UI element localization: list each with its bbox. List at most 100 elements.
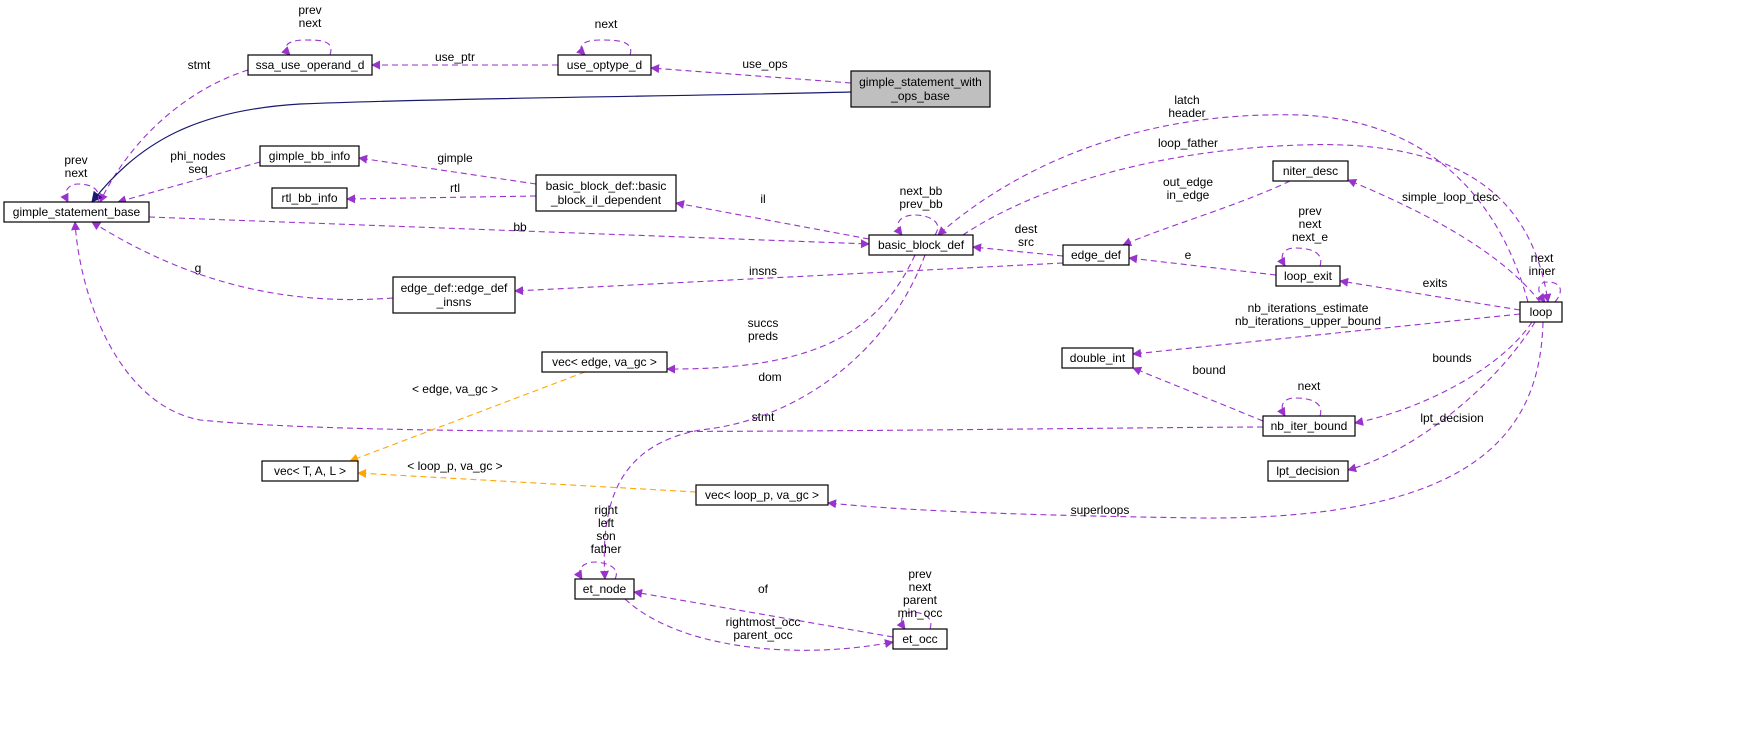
node-vec-edge[interactable]: vec< edge, va_gc >: [541, 351, 668, 373]
edge-edge_def_insns-to-gimple_statement_base: g: [91, 221, 394, 301]
node-lpt-decision[interactable]: lpt_decision: [1267, 460, 1349, 482]
edge-line: [91, 221, 394, 301]
edge-label: simple_loop_desc: [1402, 190, 1498, 204]
edge-line: [573, 561, 617, 580]
edge-nb_iter_bound-to-gimple_statement_base: stmt: [71, 221, 1264, 433]
node-vec-loop-p[interactable]: vec< loop_p, va_gc >: [695, 484, 829, 506]
node-edge-def-insns[interactable]: edge_def::edge_def_insns: [392, 276, 516, 314]
node-box[interactable]: [1519, 301, 1563, 323]
node-box[interactable]: [1062, 244, 1130, 266]
node-gimple-statement-with-ops-base[interactable]: gimple_statement_with_ops_base: [850, 70, 991, 108]
edge-line: [1347, 178, 1541, 303]
edge-label: out_edge: [1163, 175, 1213, 189]
edge-label: bounds: [1432, 351, 1471, 365]
node-box[interactable]: [271, 187, 348, 209]
edge-label: lpt_decision: [1420, 411, 1483, 425]
node-double-int[interactable]: double_int: [1061, 347, 1134, 369]
edge-label: use_ops: [742, 57, 787, 71]
edge-edge_def-to-edge_def_insns: insns: [514, 262, 1064, 296]
node-box[interactable]: [1275, 265, 1341, 287]
node-box[interactable]: [557, 54, 652, 76]
edge-label: next_e: [1292, 230, 1328, 244]
node-vec-TAL[interactable]: vec< T, A, L >: [261, 460, 359, 482]
edge-line: [1354, 321, 1533, 426]
edge-gimple_statement_with_ops_base-to-gimple_statement_base: [91, 91, 852, 203]
edge-label: e: [1185, 248, 1192, 262]
node-box[interactable]: [392, 276, 516, 314]
node-gimple-statement-base[interactable]: gimple_statement_base: [3, 201, 150, 223]
node-label: _block_il_dependent: [550, 193, 662, 207]
node-label: gimple_bb_info: [269, 149, 351, 163]
node-use-optype-d[interactable]: use_optype_d: [557, 54, 652, 76]
edge-line: [349, 371, 586, 463]
node-box[interactable]: [695, 484, 829, 506]
node-box[interactable]: [574, 578, 635, 600]
node-nb-iter-bound[interactable]: nb_iter_bound: [1262, 415, 1356, 437]
node-et-occ[interactable]: et_occ: [892, 628, 948, 650]
node-box[interactable]: [1262, 415, 1356, 437]
node-edge-def[interactable]: edge_def: [1062, 244, 1130, 266]
edge-loop_exit-to-edge_def: e: [1128, 248, 1277, 276]
edge-label: < loop_p, va_gc >: [407, 459, 502, 473]
edge-line: [1277, 247, 1322, 267]
edge-label: g: [195, 261, 202, 275]
node-box[interactable]: [1267, 460, 1349, 482]
edge-label: src: [1018, 235, 1034, 249]
node-niter-desc[interactable]: niter_desc: [1272, 160, 1349, 182]
node-box[interactable]: [868, 234, 974, 256]
node-loop[interactable]: loop: [1519, 301, 1563, 323]
edge-basic_block_il_dependent-to-gimple_bb_info: gimple: [358, 151, 537, 185]
node-box[interactable]: [541, 351, 668, 373]
node-box[interactable]: [259, 145, 360, 167]
edge-line: [117, 161, 261, 205]
edge-loop-to-vec_loop_p: superloops: [827, 321, 1544, 519]
edge-label: bound: [1192, 363, 1225, 377]
edge-label: rightmost_occ: [726, 615, 801, 629]
edge-label: preds: [748, 329, 778, 343]
node-rtl-bb-info[interactable]: rtl_bb_info: [271, 187, 348, 209]
edge-et_occ-to-et_node: of: [633, 582, 894, 638]
edge-line: [1339, 277, 1521, 311]
node-box[interactable]: [535, 174, 677, 212]
edge-label: stmt: [188, 58, 211, 72]
node-box[interactable]: [1272, 160, 1349, 182]
node-gimple-bb-info[interactable]: gimple_bb_info: [259, 145, 360, 167]
node-ssa-use-operand-d[interactable]: ssa_use_operand_d: [247, 54, 373, 76]
edge-label: bb: [513, 220, 527, 234]
node-box[interactable]: [850, 70, 991, 108]
edge-label: nb_iterations_estimate: [1248, 301, 1369, 315]
edge-line: [893, 214, 939, 236]
node-basic-block-il-dependent[interactable]: basic_block_def::basic_block_il_dependen…: [535, 174, 677, 212]
node-box[interactable]: [1061, 347, 1134, 369]
edge-label: nb_iterations_upper_bound: [1235, 314, 1381, 328]
edge-label: prev: [908, 567, 931, 581]
edge-line: [827, 321, 1544, 519]
node-loop-exit[interactable]: loop_exit: [1275, 265, 1341, 287]
edge-label: of: [758, 582, 769, 596]
node-box[interactable]: [3, 201, 150, 223]
edge-line: [357, 468, 697, 493]
edge-line: [514, 262, 1064, 296]
node-label: loop: [1530, 305, 1553, 319]
node-et-node[interactable]: et_node: [574, 578, 635, 600]
edge-line: [1128, 254, 1277, 276]
edge-line: [1347, 321, 1536, 473]
edge-label: next: [1298, 379, 1321, 393]
edge-label: < edge, va_gc >: [412, 382, 498, 396]
node-box[interactable]: [261, 460, 359, 482]
node-box[interactable]: [247, 54, 373, 76]
edge-line: [60, 183, 100, 203]
edge-line: [91, 91, 852, 203]
node-label: basic_block_def::basic: [546, 179, 667, 193]
node-label: rtl_bb_info: [281, 191, 337, 205]
node-basic-block-def[interactable]: basic_block_def: [868, 234, 974, 256]
node-box[interactable]: [892, 628, 948, 650]
